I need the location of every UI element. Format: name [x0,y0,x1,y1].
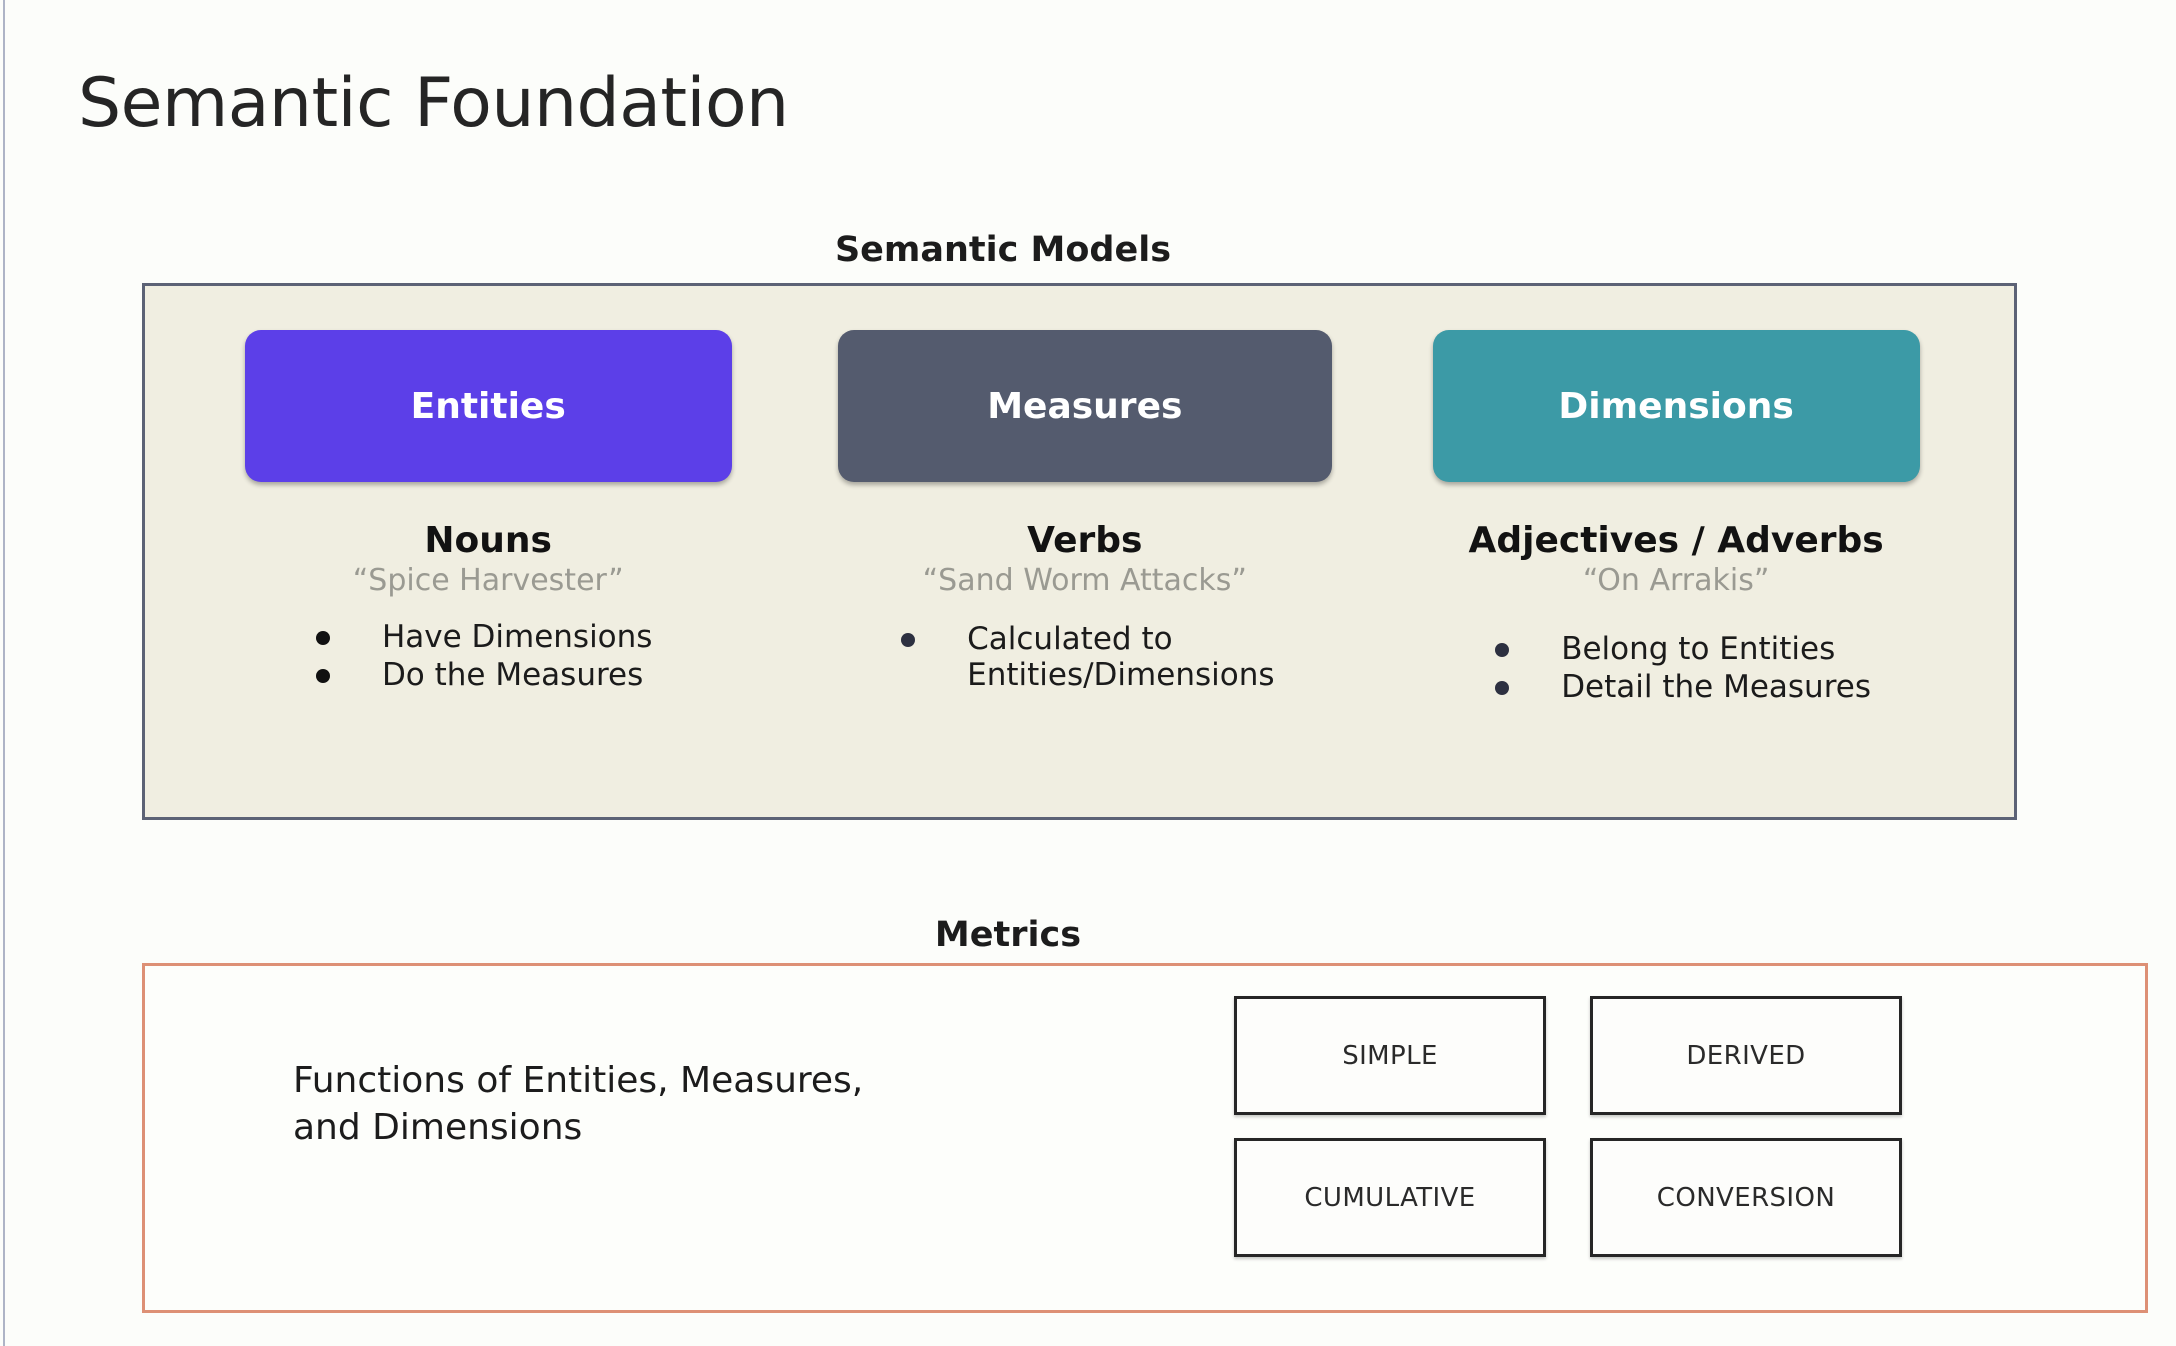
metrics-type-grid: SIMPLE DERIVED CUMULATIVE CONVERSION [1234,996,1902,1257]
dimensions-part-of-speech: Adjectives / Adverbs [1468,520,1884,561]
metric-type-simple[interactable]: SIMPLE [1234,996,1546,1115]
entities-bullet-text: Do the Measures [381,657,644,694]
entities-card[interactable]: Entities [244,330,732,482]
bullet-dot-icon [315,630,330,645]
metric-type-cumulative[interactable]: CUMULATIVE [1234,1138,1546,1257]
list-item: Belong to Entities [1495,631,1871,668]
list-item: Calculated to Entities/Dimensions [901,620,1275,694]
bullet-dot-icon [315,669,330,684]
dimensions-bullet-list: Belong to Entities Detail the Measures [1495,631,1871,708]
entities-example: “Spice Harvester” [352,562,624,598]
measures-example: “Sand Worm Attacks” [922,562,1247,598]
measures-bullet-list: Calculated to Entities/Dimensions [901,620,1275,696]
bullet-dot-icon [1495,642,1510,657]
semantic-models-columns: Entities Nouns “Spice Harvester” Have Di… [145,286,2014,817]
measures-card[interactable]: Measures [837,330,1332,482]
dimensions-bullet-text: Detail the Measures [1561,669,1871,706]
semantic-column-measures: Measures Verbs “Sand Worm Attacks” Calcu… [783,330,1386,696]
list-item: Do the Measures [315,657,653,694]
measures-bullet-text: Calculated to Entities/Dimensions [967,620,1275,694]
page-title: Semantic Foundation [78,64,789,143]
metrics-heading: Metrics [934,915,1082,955]
list-item: Detail the Measures [1495,669,1871,706]
bullet-dot-icon [901,632,916,647]
bullet-dot-icon [1495,681,1510,696]
metrics-panel: Functions of Entities, Measures, and Dim… [142,963,2148,1313]
semantic-column-dimensions: Dimensions Adjectives / Adverbs “On Arra… [1386,330,1966,708]
slide-left-edge-line [3,0,5,1346]
dimensions-bullet-text: Belong to Entities [1561,630,1836,667]
entities-part-of-speech: Nouns [424,520,552,561]
entities-bullet-text: Have Dimensions [381,618,653,655]
dimensions-example: “On Arrakis” [1582,562,1770,598]
semantic-models-heading: Semantic Models [834,230,1172,270]
entities-bullet-list: Have Dimensions Do the Measures [315,618,653,696]
semantic-models-panel: Entities Nouns “Spice Harvester” Have Di… [142,283,2017,820]
semantic-column-entities: Entities Nouns “Spice Harvester” Have Di… [193,330,783,696]
metric-type-derived[interactable]: DERIVED [1590,996,1902,1115]
dimensions-card[interactable]: Dimensions [1432,330,1920,482]
metrics-description: Functions of Entities, Measures, and Dim… [293,1060,864,1148]
list-item: Have Dimensions [315,618,653,656]
measures-part-of-speech: Verbs [1027,520,1143,561]
metric-type-conversion[interactable]: CONVERSION [1590,1138,1902,1257]
